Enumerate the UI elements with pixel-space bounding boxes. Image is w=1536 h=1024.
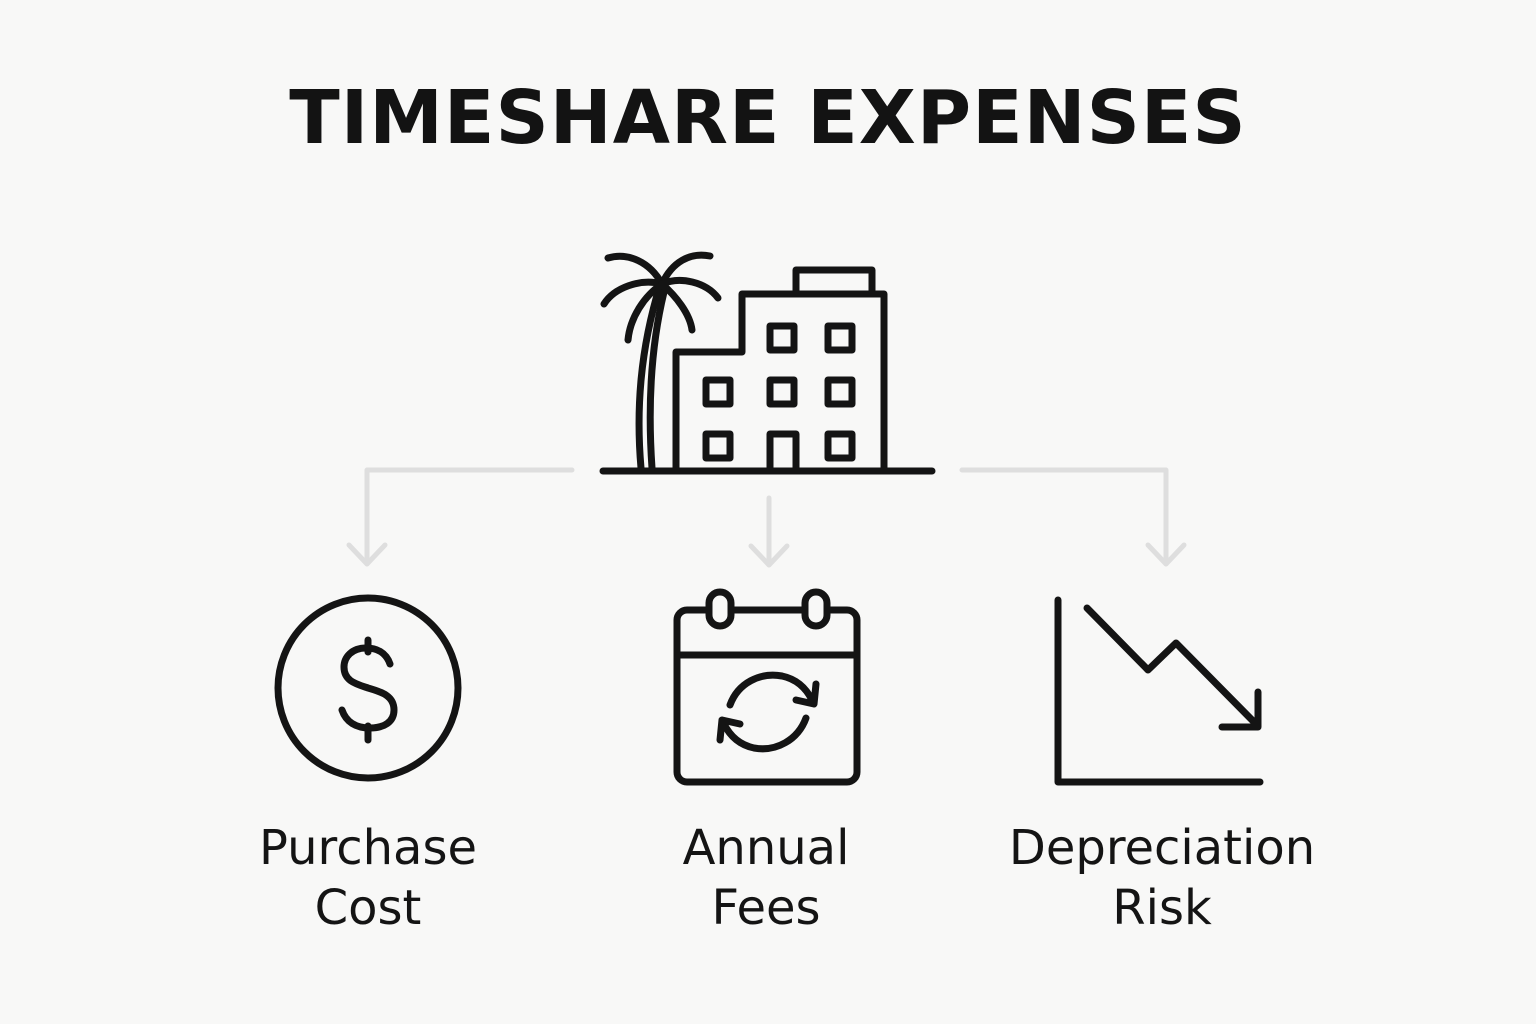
palm-trunk-inner xyxy=(646,288,668,472)
window xyxy=(824,376,856,408)
label-annual-fees: Annual Fees xyxy=(576,818,956,938)
window xyxy=(824,430,856,462)
window xyxy=(824,322,856,354)
label-line: Risk xyxy=(1112,880,1212,936)
window xyxy=(702,430,734,462)
palm-frond xyxy=(624,280,666,344)
palm-frond xyxy=(658,280,696,334)
resort-building-palm-icon xyxy=(599,251,936,475)
dollar-circle-icon xyxy=(274,594,462,782)
palm-frond xyxy=(604,252,666,288)
label-line: Depreciation xyxy=(1008,820,1316,876)
connectors xyxy=(346,467,1187,568)
door xyxy=(766,430,800,472)
palm-frond xyxy=(600,278,666,308)
window xyxy=(702,376,734,408)
palm-frond xyxy=(658,251,714,288)
label-depreciation-risk: Depreciation Risk xyxy=(972,818,1352,938)
connector-left xyxy=(364,467,575,563)
label-line: Annual xyxy=(682,820,850,876)
declining-chart-icon xyxy=(1054,596,1264,786)
connector-middle-arrowhead xyxy=(748,543,790,568)
connector-left-arrowhead xyxy=(346,542,388,567)
calendar-refresh-icon xyxy=(673,588,861,786)
connector-right xyxy=(959,467,1169,563)
label-line: Cost xyxy=(314,880,422,936)
diagram-title: TIMESHARE EXPENSES xyxy=(289,75,1247,161)
window xyxy=(766,322,798,354)
building-outline xyxy=(672,266,888,472)
label-line: Fees xyxy=(711,880,821,936)
connector-right-arrowhead xyxy=(1145,542,1187,567)
palm-frond xyxy=(658,277,722,302)
palm-trunk xyxy=(635,281,664,472)
label-purchase-cost: Purchase Cost xyxy=(178,818,558,938)
label-line: Purchase xyxy=(259,820,477,876)
window xyxy=(766,376,798,408)
